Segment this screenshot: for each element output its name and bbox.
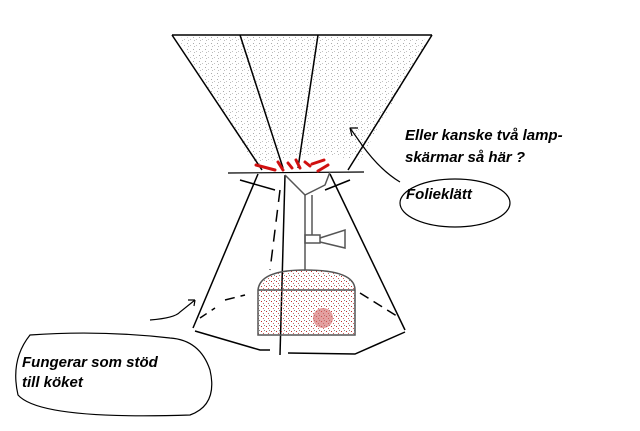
upper-lampshade <box>171 34 433 171</box>
question-text-line2: skärmar så här ? <box>405 149 526 166</box>
rim-line <box>227 171 365 174</box>
speech-bubbles <box>15 127 511 417</box>
lower-lampshade <box>192 173 406 356</box>
flame <box>254 158 330 173</box>
stove <box>257 171 356 336</box>
question-text-line1: Eller kanske två lamp- <box>405 127 563 144</box>
support-text-line2: till köket <box>22 374 83 391</box>
foil-label: Folieklätt <box>406 186 472 203</box>
support-text-line1: Fungerar som stöd <box>22 354 158 371</box>
